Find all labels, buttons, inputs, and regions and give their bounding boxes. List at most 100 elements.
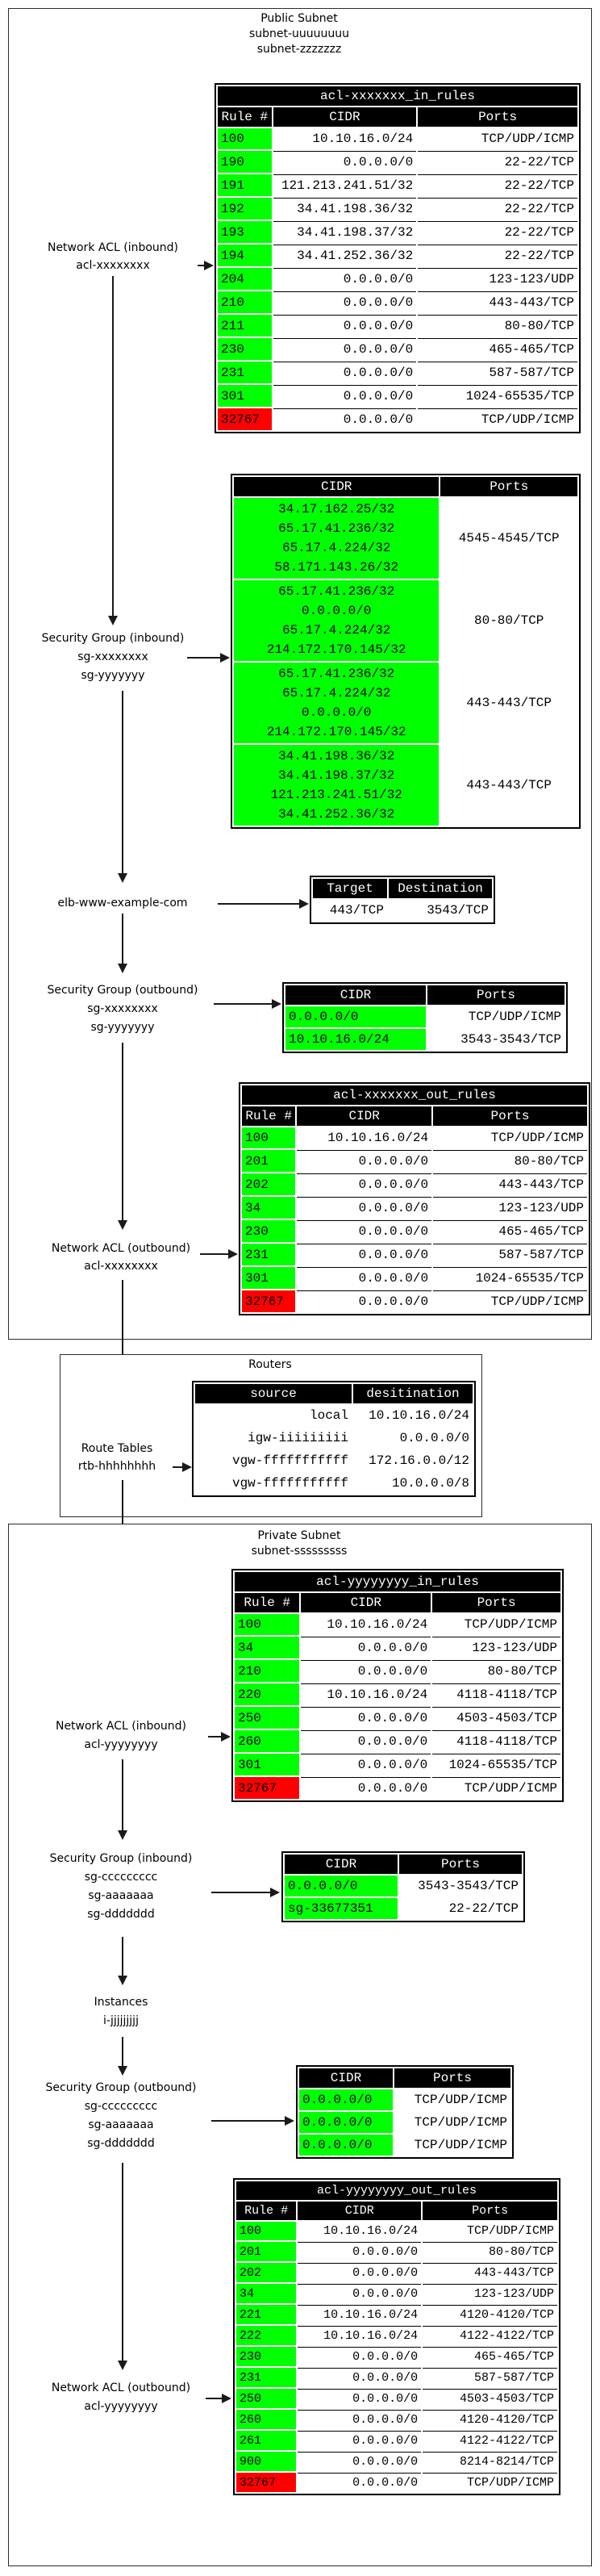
cell-ports: 4120-4120/TCP xyxy=(423,2305,557,2324)
cell-cidr: 10.10.16.0/24 xyxy=(312,132,414,146)
column-header-cidr: CIDR xyxy=(285,1855,398,1874)
cell-ports: 1024-65535/TCP xyxy=(418,385,577,407)
subnet-name: Public Subnet xyxy=(260,12,338,25)
arrow-right-icon xyxy=(270,1888,280,1897)
private-nacl-outbound-label: Network ACL (outbound) acl-yyyyyyyy xyxy=(16,2379,226,2416)
label-line: Routers xyxy=(248,1358,292,1371)
cell-ports: TCP/UDP/ICMP xyxy=(418,408,577,430)
cell-rule: 230 xyxy=(236,2347,297,2366)
cell-rule: 210 xyxy=(218,291,272,313)
cell-cidr: 0.0.0.0/0 xyxy=(301,1754,431,1775)
cell-ports: 4503-4503/TCP xyxy=(432,1707,560,1729)
cell-ports: 1024-65535/TCP xyxy=(432,1754,560,1775)
cell-ports: 123-123/UDP xyxy=(418,268,577,290)
cell-cidr: 0.0.0.0/0 xyxy=(285,1876,398,1896)
column-header-rule: Rule # xyxy=(242,1106,296,1126)
arrow-down-icon xyxy=(118,1976,127,1985)
column-header-cidr: CIDR xyxy=(301,1593,431,1612)
cell-ports: TCP/UDP/ICMP xyxy=(414,2115,507,2130)
cell-ports: 22-22/TCP xyxy=(418,198,577,220)
cell-cidr: 10.10.16.0/24 xyxy=(327,1617,428,1632)
column-header-cidr: CIDR xyxy=(234,477,440,496)
cell-cidr: 0.0.0.0/0 xyxy=(298,2242,422,2261)
cell-ports: 4122-4122/TCP xyxy=(423,2431,557,2450)
cell-rule: 202 xyxy=(242,1173,296,1195)
cell-cidr: 0.0.0.0/0 xyxy=(273,315,417,337)
column-header-cidr: CIDR xyxy=(297,1106,432,1126)
label-line: rtb-hhhhhhhh xyxy=(77,1460,156,1473)
cell-cidr: 0.0.0.0/0 xyxy=(298,2368,422,2387)
column-header-ports: Ports xyxy=(394,2068,510,2088)
private-acl-inbound-table: acl-yyyyyyyy_in_rules Rule # CIDR Ports … xyxy=(231,1569,564,1802)
cell-ports: 443-443/TCP xyxy=(433,1173,587,1195)
flow-line xyxy=(122,691,123,873)
column-header-ports: Ports xyxy=(433,1106,587,1126)
cell-rule: 230 xyxy=(242,1220,296,1242)
cell-rule: 190 xyxy=(218,151,272,173)
cell-cidr: 0.0.0.0/0 xyxy=(299,2135,393,2156)
cell-ports: 3543-3543/TCP xyxy=(460,1032,561,1047)
flow-line xyxy=(218,903,299,905)
label-line: acl-yyyyyyyy xyxy=(84,1738,158,1751)
cell-cidr: 0.0.0.0/0 xyxy=(273,408,417,430)
cell-rule: 260 xyxy=(236,2410,297,2429)
cell-rule: 231 xyxy=(218,362,272,383)
cell-ports: 4120-4120/TCP xyxy=(423,2410,557,2429)
cell-cidr: 0.0.0.0/0 xyxy=(298,2284,422,2303)
cell-destination: 10.10.16.0/24 xyxy=(369,1408,469,1423)
label-line: sg-yyyyyyy xyxy=(81,669,145,682)
flow-line xyxy=(187,657,222,659)
cell-ports: TCP/UDP/ICMP xyxy=(414,2093,507,2107)
cell-ports: 22-22/TCP xyxy=(418,221,577,243)
subnet-id: subnet-zzzzzzz xyxy=(256,43,342,56)
cell-cidr: 0.0.0.0/0 xyxy=(273,291,417,313)
flow-line xyxy=(173,1466,182,1468)
cell-cidr: 0.0.0.0/0 xyxy=(298,2473,422,2492)
cell-rule: 250 xyxy=(236,2389,297,2408)
label-line: sg-ddddddd xyxy=(87,2137,155,2150)
column-header-destination: desitination xyxy=(353,1384,473,1403)
column-header-ports: Ports xyxy=(423,2202,557,2220)
routers-title: Routers xyxy=(60,1357,481,1373)
label-line: sg-xxxxxxxx xyxy=(87,1002,158,1015)
arrow-down-icon xyxy=(118,873,127,883)
cell-rule: 301 xyxy=(242,1267,296,1289)
cell-cidr: 10.10.16.0/24 xyxy=(323,2224,419,2238)
cell-cidr: 34.41.198.37/32 xyxy=(273,221,417,243)
cell-rule: 34 xyxy=(235,1637,300,1658)
cell-ports: TCP/UDP/ICMP xyxy=(490,1131,584,1145)
cell-ports: 123-123/UDP xyxy=(432,1637,560,1658)
cell-rule: 192 xyxy=(218,198,272,220)
flow-line xyxy=(200,1253,228,1255)
label-line: sg-aaaaaaa xyxy=(88,1889,154,1902)
cell-ports: 80-80/TCP xyxy=(423,2242,557,2261)
cell-destination: 10.0.0.0/8 xyxy=(391,1476,469,1491)
cell-ports: 4118-4118/TCP xyxy=(432,1730,560,1752)
flow-line xyxy=(206,2398,222,2399)
cell-ports: TCP/UDP/ICMP xyxy=(433,1290,587,1312)
label-line: acl-xxxxxxxx xyxy=(76,259,150,272)
cell-ports: 4545-4545/TCP xyxy=(458,531,560,546)
column-header-rule: Rule # xyxy=(218,107,272,127)
cell-ports: 80-80/TCP xyxy=(433,1150,587,1172)
cell-cidr: 0.0.0.0/0 xyxy=(301,1730,431,1752)
public-sg-inbound-label: Security Group (inbound) sg-xxxxxxxx sg-… xyxy=(16,629,210,685)
cell-cidr: 0.0.0.0/0 xyxy=(273,362,417,383)
cell-rule: 32767 xyxy=(236,2473,297,2492)
cell-destination: 172.16.0.0/12 xyxy=(369,1453,469,1468)
cell-ports: 22-22/TCP xyxy=(448,1901,519,1916)
